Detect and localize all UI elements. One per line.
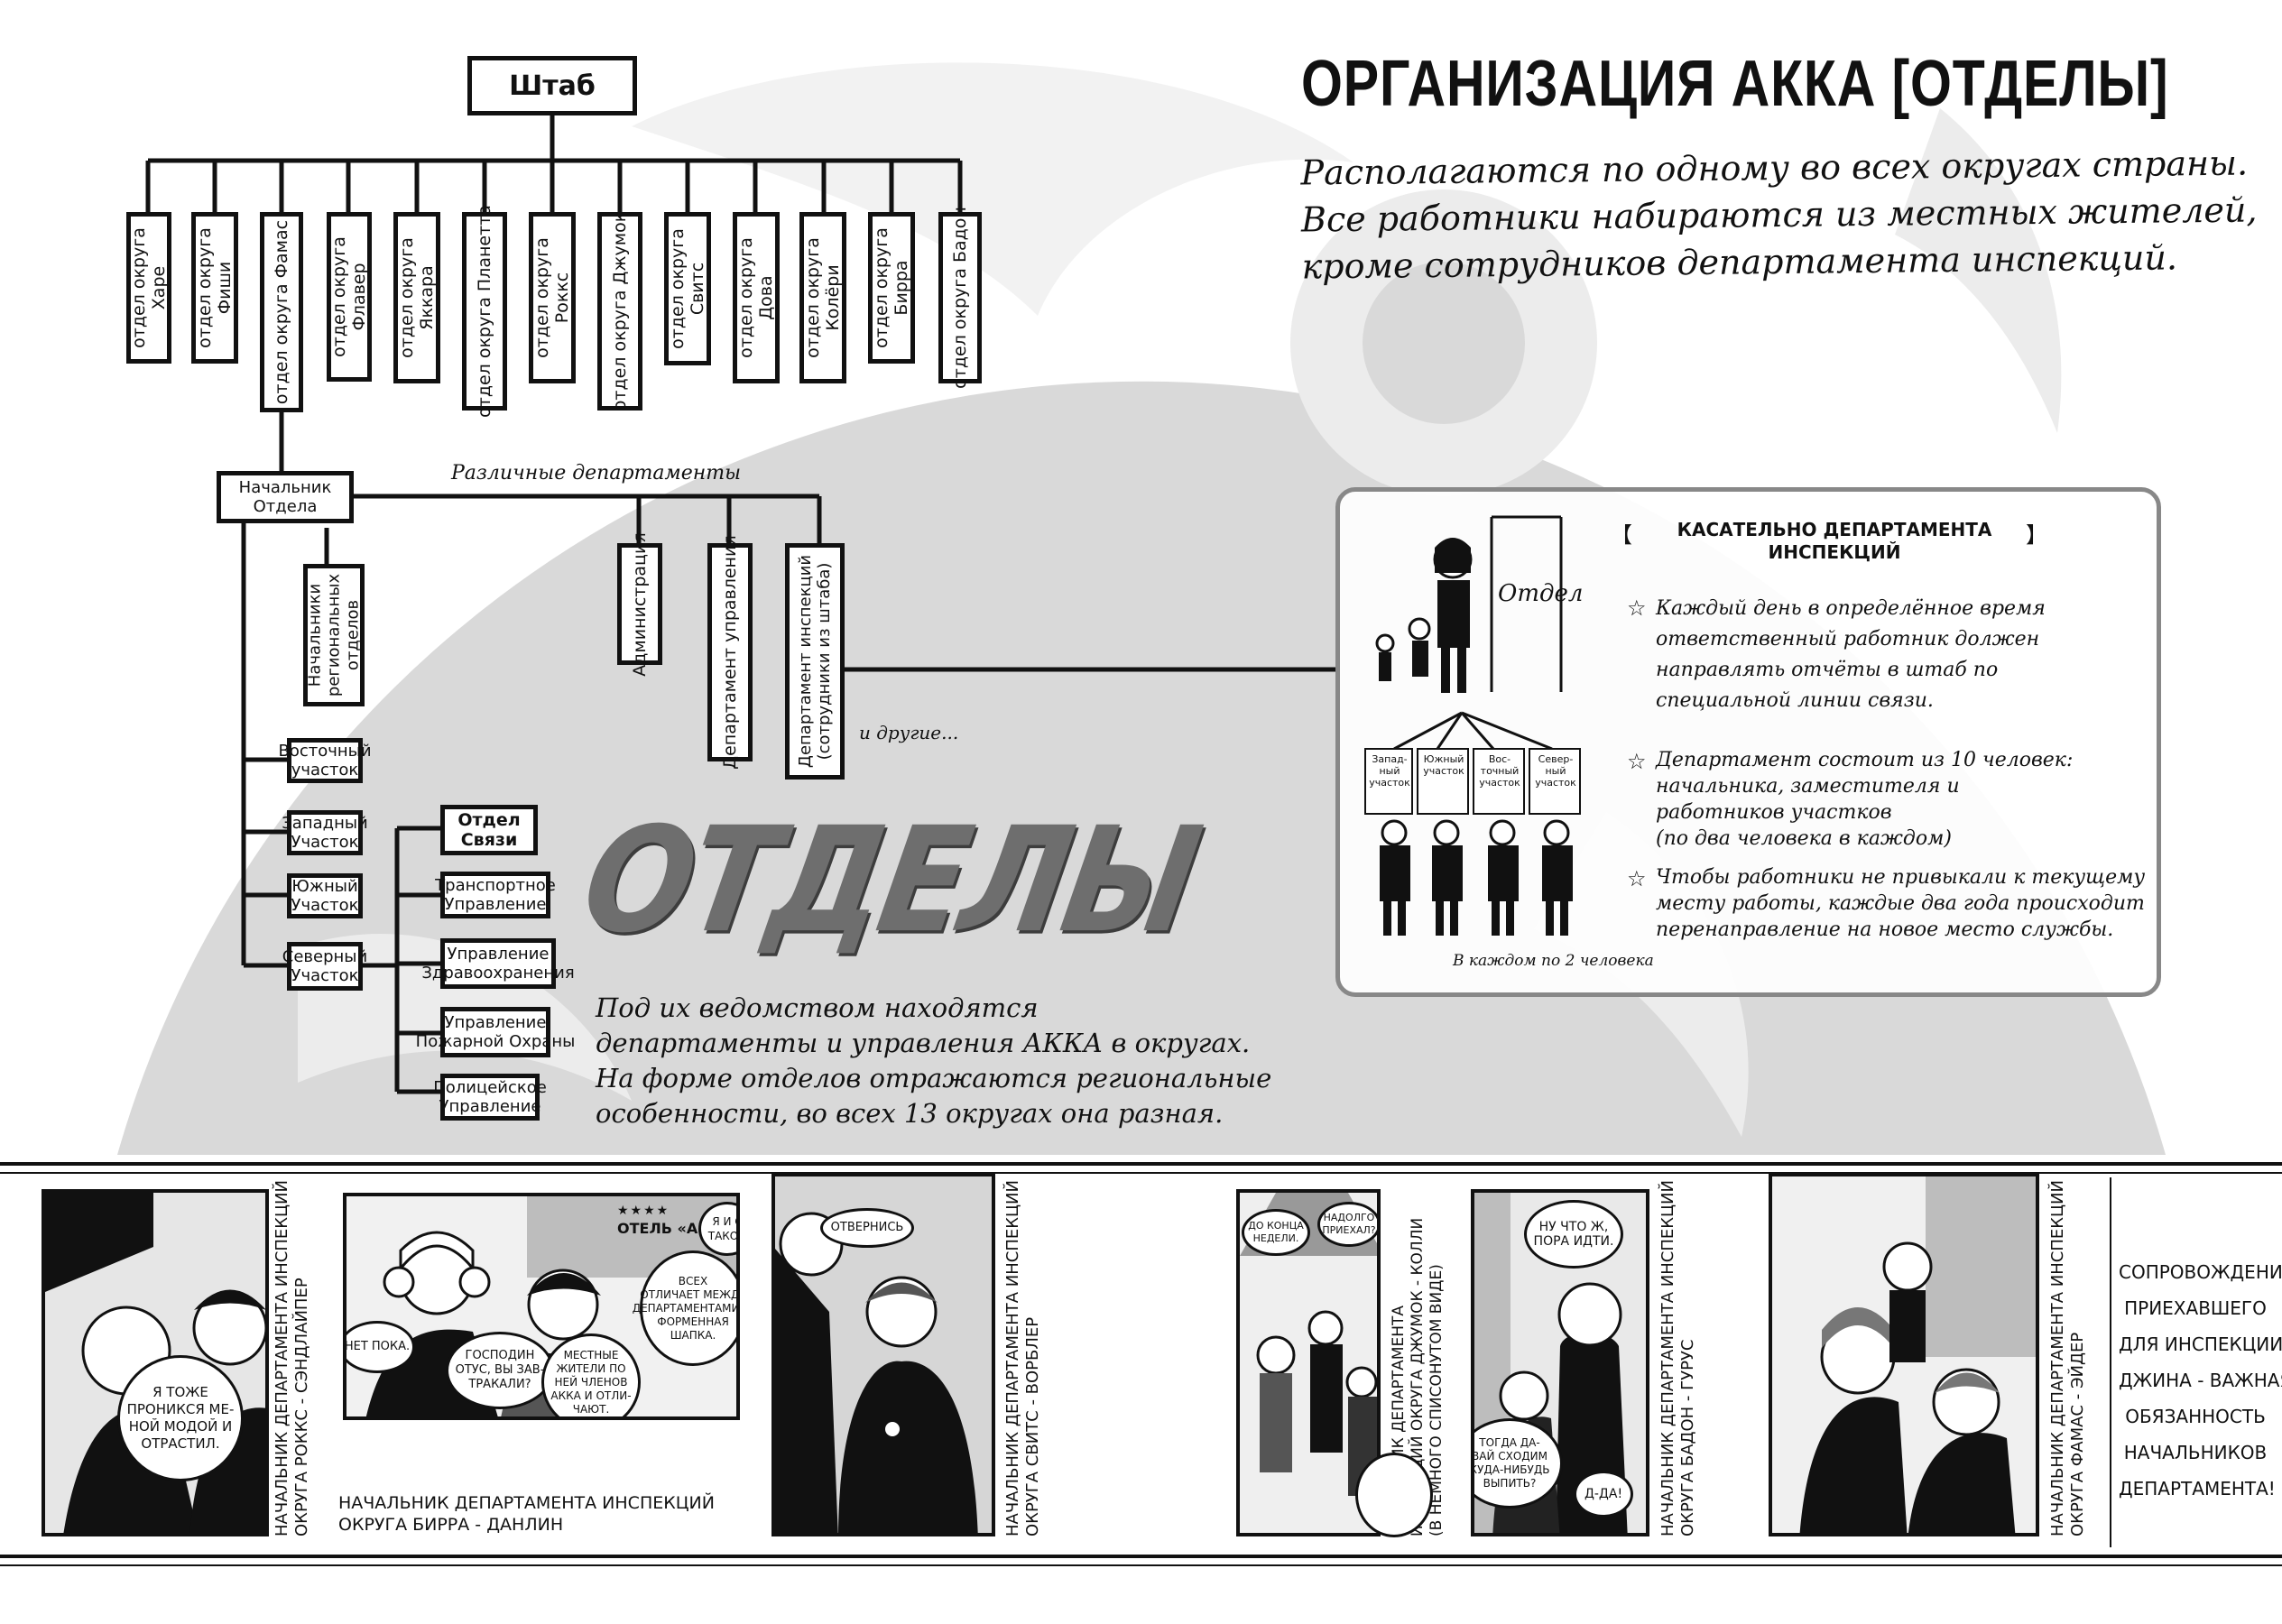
panel-caption: НАЧАЛЬНИК ДЕПАРТАМЕНТА ИНСПЕКЦИЙ ОКРУГА … xyxy=(273,1180,311,1536)
chief-box: Начальник Отдела xyxy=(217,471,354,523)
side-note: СОПРОВОЖДЕНИЕ ПРИЕХАВШЕГО ДЛЯ ИНСПЕКЦИИ … xyxy=(2119,1261,2282,1499)
regional-chiefs-box: Начальники региональных отделов xyxy=(303,564,365,706)
inspection-caption: В каждом по 2 человека xyxy=(1453,952,1654,970)
precinct-sign: Запад- ный участок xyxy=(1369,753,1410,789)
department-box: Администрация xyxy=(617,532,662,676)
district-box: отдел округа Бадон xyxy=(938,207,982,389)
star-icon: ☆ xyxy=(1627,866,1647,891)
regional-chiefs-label: Начальники региональных отделов xyxy=(305,573,363,697)
speech-bubble: ОТВЕРНИСЬ xyxy=(820,1208,914,1248)
manga-panel-6 xyxy=(1769,1173,2039,1536)
district-label: отдел округа Колёри xyxy=(803,237,843,358)
otdel-sign: Отдел xyxy=(1498,580,1584,607)
inspection-illustration xyxy=(1364,515,1581,936)
panel-art xyxy=(1772,1176,2036,1533)
speech-bubble: НУ ЧТО Ж, ПОРА ИДТИ. xyxy=(1524,1200,1623,1269)
panel-caption: НАЧАЛЬНИК ДЕПАРТАМЕНТА ИНСПЕКЦИЙ ОКРУГА … xyxy=(1003,1180,1042,1536)
service-box: Полицейское Управление xyxy=(433,1074,547,1121)
department-label: Департамент управления xyxy=(720,535,740,770)
precinct-sign: Север- ный участок xyxy=(1535,753,1576,789)
speech-bubble: ТОГДА ДА- ВАЙ СХОДИМ КУДА-НИБУДЬ ВЫПИТЬ? xyxy=(1474,1418,1563,1509)
inspection-point: Департамент состоит из 10 человек: начал… xyxy=(1656,749,2074,850)
manga-panel-4: ДО КОНЦА НЕДЕЛИ. НАДОЛГО ПРИЕХАЛ? xyxy=(1236,1189,1381,1536)
hq-box: Штаб xyxy=(467,56,637,115)
chibi-face xyxy=(1355,1453,1433,1537)
department-box: Департамент управления xyxy=(707,535,753,770)
precinct-box: Северный Участок xyxy=(282,942,367,991)
intro-text: Располагаются по одному во всех округах … xyxy=(1300,143,2258,287)
district-box: отдел округа Фамас xyxy=(260,212,303,412)
panel-caption: НАЧАЛЬНИК ДЕПАРТАМЕНТА ИНСПЕКЦИЙ ОКРУГА … xyxy=(338,1493,715,1535)
precinct-box: Южный Участок xyxy=(287,873,363,918)
district-box: отдел округа Фиши xyxy=(191,212,238,364)
speech-bubble: ВСЕХ ОТЛИЧАЕТ МЕЖДУ ДЕПАРТАМЕНТАМИ — ФОР… xyxy=(633,1250,736,1366)
precinct-sign: Южный участок xyxy=(1423,753,1464,777)
bracket-right: 】 xyxy=(2026,522,2047,548)
district-box: отдел округа Колёри xyxy=(799,212,846,383)
district-label: отдел округа Фиши xyxy=(195,227,235,348)
district-label: отдел округа Флавер xyxy=(329,236,369,357)
service-box: Транспортное Управление xyxy=(435,872,556,918)
precinct-box: Восточный участок xyxy=(278,738,372,783)
star-icon: ☆ xyxy=(1627,595,1647,621)
inspection-department-box: Департамент инспекций (сотрудники из шта… xyxy=(785,543,845,780)
district-label: отдел округа Яккара xyxy=(397,237,437,358)
inspection-card: Отдел Запад- ный участок Южный участок В… xyxy=(1335,487,2161,997)
service-box: Управление Здравоохранения xyxy=(421,938,575,989)
district-box: отдел округа Дова xyxy=(733,212,780,383)
star-icon: ☆ xyxy=(1627,749,1647,774)
district-box: отдел округа Яккара xyxy=(393,212,440,383)
manga-panel-1: Я ТОЖЕ ПРОНИКСЯ МЕ- НОЙ МОДОЙ И ОТРАСТИЛ… xyxy=(42,1189,269,1536)
speech-bubble: ГОСПОДИН ОТУС, ВЫ ЗАВ- ТРАКАЛИ? xyxy=(446,1332,554,1409)
district-box: отдел округа Харе xyxy=(126,212,171,364)
manga-panel-3: ОТВЕРНИСЬ xyxy=(771,1173,995,1536)
bracket-left: 【 xyxy=(1611,522,1632,548)
district-box: отдел округа Роккс xyxy=(529,212,576,383)
inspection-heading: КАСАТЕЛЬНО ДЕПАРТАМЕНТА ИНСПЕКЦИЙ xyxy=(1677,519,1992,563)
org-connectors xyxy=(145,110,1335,1094)
panel-caption: НАЧАЛЬНИК ДЕПАРТАМЕНТА ИНСПЕКЦИЙ ОКРУГА … xyxy=(1658,1180,1697,1536)
panel-caption: НАЧАЛЬНИК ДЕПАРТАМЕНТА ИНСПЕКЦИЙ ОКРУГА … xyxy=(2048,1180,2087,1536)
district-label: отдел округа Джумок xyxy=(610,211,630,411)
service-box: Управление Пожарной Охраны xyxy=(416,1007,575,1057)
departments-stamp: ОТДЕЛЫ xyxy=(571,796,1208,966)
district-label: отдел округа Бадон xyxy=(950,207,970,389)
speech-bubble: МЕСТНЫЕ ЖИТЕЛИ ПО НЕЙ ЧЛЕНОВ АККА И ОТЛИ… xyxy=(541,1333,641,1416)
district-label: отдел округа Дова xyxy=(736,237,776,358)
manga-panel-5: НУ ЧТО Ж, ПОРА ИДТИ. ТОГДА ДА- ВАЙ СХОДИ… xyxy=(1471,1189,1649,1536)
district-label: отдел округа Фамас xyxy=(272,219,291,405)
district-label: отдел округа Свитс xyxy=(668,228,707,349)
district-label: отдел округа Бирра xyxy=(872,227,911,348)
precinct-box: Западный Участок xyxy=(282,810,368,855)
precinct-sign: Вос- точный участок xyxy=(1479,753,1520,789)
district-box: отдел округа Джумок xyxy=(597,212,642,411)
departments-description: Под их ведомством находятся департаменты… xyxy=(596,992,1272,1129)
hotel-sign: ОТЕЛЬ «АКВ xyxy=(617,1220,721,1237)
hotel-stars: ★★★★ xyxy=(617,1204,670,1218)
department-label: Администрация xyxy=(630,531,650,677)
page-title: ОРГАНИЗАЦИЯ АККА [ОТДЕЛЫ] xyxy=(1301,48,2169,120)
district-label: отдел округа Харе xyxy=(129,227,169,348)
district-box: отдел округа Планетта xyxy=(462,205,507,418)
inspection-point: Чтобы работники не привыкали к текущему … xyxy=(1656,866,2146,941)
speech-bubble: Я ТОЖЕ ПРОНИКСЯ МЕ- НОЙ МОДОЙ И ОТРАСТИЛ… xyxy=(117,1355,244,1481)
speech-bubble: ДО КОНЦА НЕДЕЛИ. xyxy=(1242,1209,1310,1256)
district-box: отдел округа Флавер xyxy=(327,212,372,382)
district-label: отдел округа Планетта xyxy=(475,205,494,418)
others-label: и другие... xyxy=(859,722,959,743)
speech-bubble: Д-ДА! xyxy=(1574,1471,1633,1518)
speech-bubble: НЕТ ПОКА. xyxy=(346,1321,415,1373)
various-departments-label: Различные департаменты xyxy=(451,462,742,484)
department-label: Департамент инспекций (сотрудники из шта… xyxy=(796,554,834,769)
manga-panel-2: ★★★★ ОТЕЛЬ «АКВ НЕТ ПОКА. ГОСПОДИН ОТУС,… xyxy=(343,1193,740,1420)
speech-bubble: НАДОЛГО ПРИЕХАЛ? xyxy=(1317,1202,1377,1247)
comm-dept-box: Отдел Связи xyxy=(440,805,538,855)
district-box: отдел округа Свитс xyxy=(664,212,711,365)
district-box: отдел округа Бирра xyxy=(868,212,915,364)
side-divider xyxy=(2110,1177,2111,1547)
inspection-point: Каждый день в определённое время ответст… xyxy=(1656,597,2046,712)
district-label: отдел округа Роккс xyxy=(532,237,572,358)
